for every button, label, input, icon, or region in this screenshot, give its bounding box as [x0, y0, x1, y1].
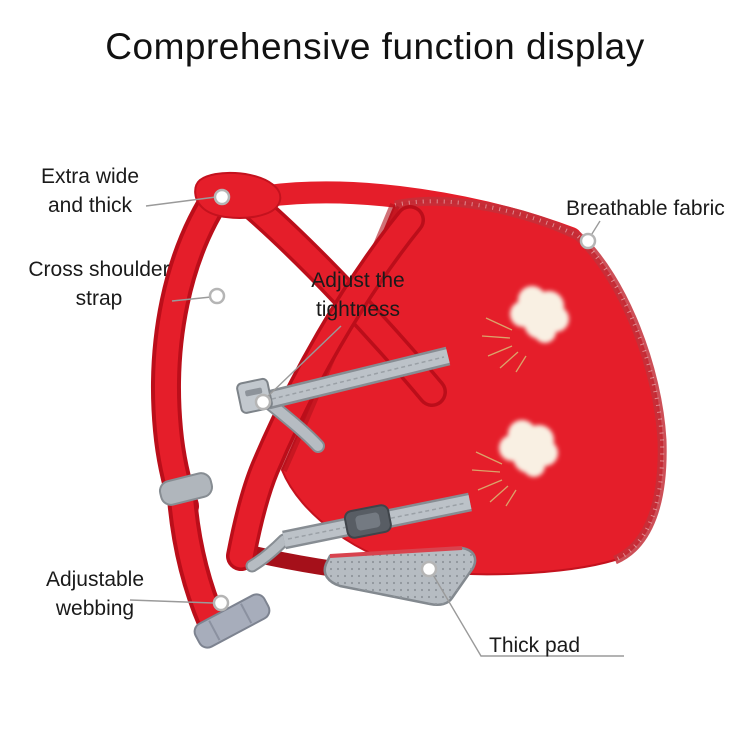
- anchor-dot-extra-wide: [213, 188, 231, 206]
- chest-buckle: [343, 504, 392, 539]
- label-adjustable-webbing-line1: Adjustable: [45, 568, 145, 591]
- anchor-dot-breathable: [579, 232, 597, 250]
- carrier-body: [237, 196, 667, 585]
- label-adjust-tightness-line1: Adjust the: [311, 269, 405, 292]
- label-extra-wide: Extra wide and thick: [34, 162, 146, 220]
- label-extra-wide-line2: and thick: [47, 194, 133, 217]
- breathable-rays-bottom: [471, 451, 517, 507]
- breathable-rays-top: [481, 317, 527, 373]
- breathable-puff-top: [510, 286, 569, 343]
- shoulder-pad: [194, 171, 282, 219]
- label-adjust-tightness-line2: tightness: [315, 298, 401, 321]
- label-adjustable-webbing-line2: webbing: [55, 597, 135, 620]
- label-cross-shoulder-line2: strap: [75, 287, 123, 310]
- label-breathable-fabric: Breathable fabric: [566, 194, 725, 223]
- webbing-strap-lower: [245, 492, 472, 573]
- webbing-top-cap: [158, 472, 214, 506]
- adjustable-webbing-strap: [158, 472, 271, 649]
- breathable-puff-bottom: [499, 420, 558, 477]
- leader-line-extra-wide: [145, 196, 217, 207]
- anchor-dot-adjust-tightness: [254, 393, 272, 411]
- label-extra-wide-line1: Extra wide: [40, 165, 140, 188]
- seat-pad: [323, 546, 477, 606]
- leader-line-cross-shoulder: [171, 296, 212, 302]
- label-thick-pad-line1: Thick pad: [489, 634, 581, 657]
- label-cross-shoulder-strap: Cross shoulder strap: [14, 255, 184, 313]
- label-adjustable-webbing: Adjustable webbing: [36, 565, 154, 623]
- leader-line-adjust-tightness: [265, 325, 342, 399]
- anchor-dot-cross-shoulder: [208, 287, 226, 305]
- leader-line-thick-pad: [431, 572, 624, 657]
- label-thick-pad: Thick pad: [489, 631, 580, 660]
- shoulder-strap-left: [151, 175, 236, 521]
- label-cross-shoulder-line1: Cross shoulder: [28, 258, 170, 281]
- label-adjust-tightness: Adjust the tightness: [300, 266, 416, 324]
- page-title: Comprehensive function display: [105, 26, 645, 67]
- leader-line-adjustable-webbing: [129, 599, 214, 604]
- label-breathable-line1: Breathable fabric: [566, 197, 725, 220]
- anchor-dot-thick-pad: [420, 560, 438, 578]
- anchor-dot-adjustable-webbing: [212, 594, 230, 612]
